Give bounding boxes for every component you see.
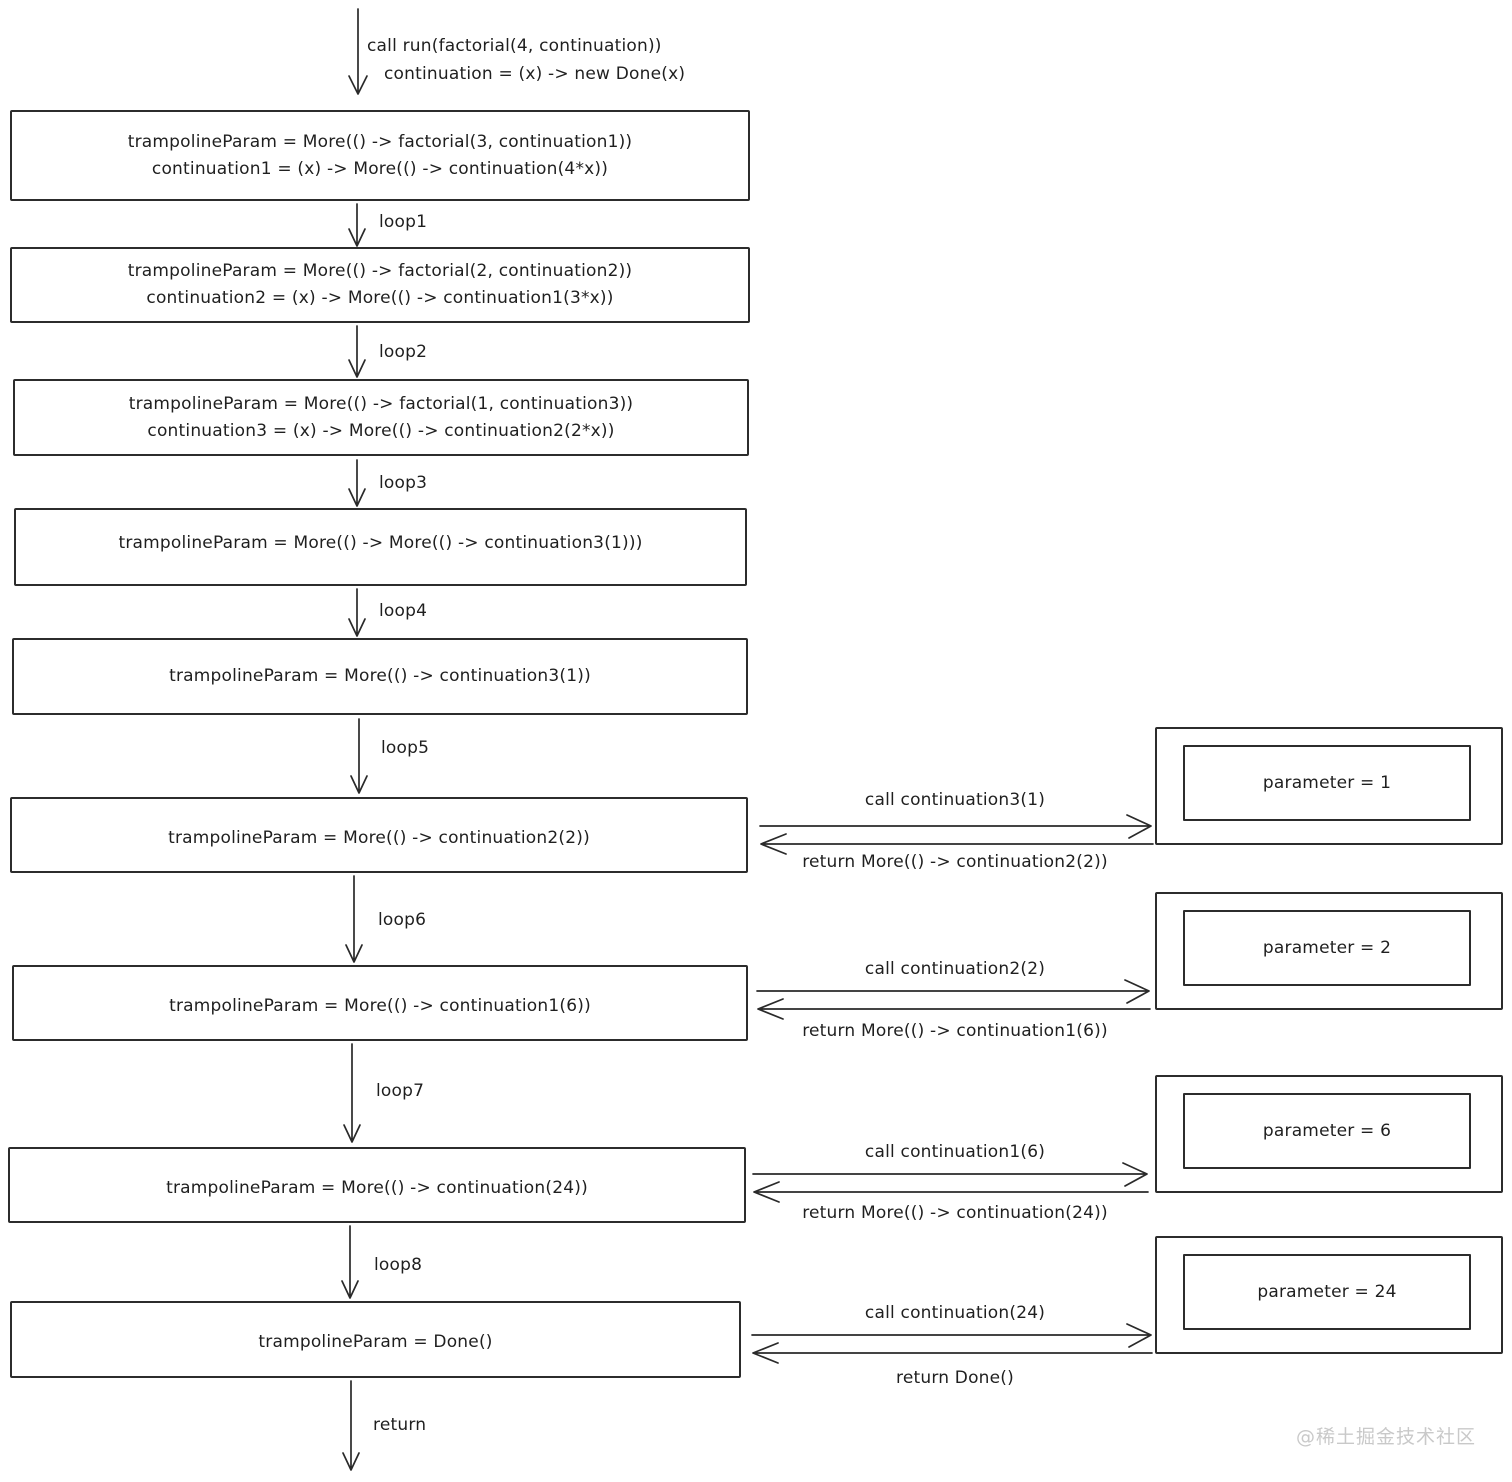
state-box-6: trampolineParam = More(() -> continuatio…	[10, 797, 748, 873]
parameter-box-4-inner: parameter = 24	[1183, 1254, 1471, 1330]
parameter-box-3: parameter = 6	[1155, 1075, 1503, 1193]
state-box-8: trampolineParam = More(() -> continuatio…	[8, 1147, 746, 1223]
loop7-label: loop7	[376, 1081, 425, 1101]
loop7-arrow	[343, 1043, 361, 1143]
loop3-label: loop3	[379, 473, 428, 493]
state-box-7: trampolineParam = More(() -> continuatio…	[12, 965, 748, 1041]
state-box-8-line-1: trampolineParam = More(() -> continuatio…	[166, 1178, 588, 1198]
state-box-4-line-1: trampolineParam = More(() -> More(() -> …	[118, 533, 643, 553]
state-box-6-line-1: trampolineParam = More(() -> continuatio…	[168, 828, 590, 848]
loop4-arrow	[348, 588, 366, 637]
call-arrow-2	[756, 979, 1150, 1004]
parameter-label-4: parameter = 24	[1257, 1282, 1397, 1302]
state-box-9: trampolineParam = Done()	[10, 1301, 741, 1378]
return-arrow-3	[753, 1181, 1149, 1203]
state-box-3-line-2: continuation3 = (x) -> More(() -> contin…	[147, 420, 615, 441]
loop1-label: loop1	[379, 212, 428, 232]
loop6-label: loop6	[378, 910, 427, 930]
return-label-3: return More(() -> continuation(24))	[802, 1203, 1108, 1223]
return-arrow-2	[757, 998, 1151, 1020]
parameter-label-3: parameter = 6	[1262, 1121, 1392, 1141]
return-label-4: return Done()	[896, 1368, 1014, 1388]
parameter-box-4: parameter = 24	[1155, 1236, 1503, 1354]
state-box-2: trampolineParam = More(() -> factorial(2…	[10, 247, 750, 323]
call-label-1: call continuation3(1)	[864, 790, 1046, 810]
parameter-box-2-inner: parameter = 2	[1183, 910, 1471, 986]
call-label-2: call continuation2(2)	[864, 959, 1046, 979]
return-arrow-1	[760, 833, 1154, 855]
call-label-4: call continuation(24)	[864, 1303, 1046, 1323]
loop3-arrow	[348, 459, 366, 507]
loop8-label: loop8	[374, 1255, 423, 1275]
loop2-label: loop2	[379, 342, 428, 362]
parameter-label-1: parameter = 1	[1262, 773, 1392, 793]
entry-continuation-label: continuation = (x) -> new Done(x)	[384, 64, 686, 84]
entry-arrow	[348, 8, 368, 95]
state-box-2-line-2: continuation2 = (x) -> More(() -> contin…	[146, 288, 614, 308]
watermark: @稀土掘金技术社区	[1295, 1426, 1476, 1448]
entry-call-label: call run(factorial(4, continuation))	[367, 36, 662, 56]
state-box-3-line-1: trampolineParam = More(() -> factorial(1…	[128, 393, 634, 414]
state-box-5-line-1: trampolineParam = More(() -> continuatio…	[169, 666, 591, 686]
state-box-7-line-1: trampolineParam = More(() -> continuatio…	[169, 996, 591, 1016]
call-arrow-1	[759, 814, 1152, 839]
call-label-3: call continuation1(6)	[864, 1142, 1046, 1162]
state-box-5: trampolineParam = More(() -> continuatio…	[12, 638, 748, 715]
state-box-4: trampolineParam = More(() -> More(() -> …	[14, 508, 747, 586]
return-label-1: return More(() -> continuation2(2))	[802, 852, 1108, 872]
loop8-arrow	[341, 1225, 359, 1299]
loop6-arrow	[345, 875, 363, 963]
parameter-label-2: parameter = 2	[1262, 938, 1392, 958]
state-box-1: trampolineParam = More(() -> factorial(3…	[10, 110, 750, 201]
state-box-2-line-1: trampolineParam = More(() -> factorial(2…	[127, 261, 633, 281]
loop1-arrow	[348, 203, 366, 247]
loop2-arrow	[348, 325, 366, 378]
return-arrow-4	[752, 1342, 1153, 1364]
state-box-9-line-1: trampolineParam = Done()	[258, 1332, 493, 1352]
call-arrow-4	[751, 1323, 1152, 1348]
parameter-box-2: parameter = 2	[1155, 892, 1503, 1010]
parameter-box-3-inner: parameter = 6	[1183, 1093, 1471, 1169]
state-box-3: trampolineParam = More(() -> factorial(1…	[13, 379, 749, 456]
exit-label: return	[373, 1415, 427, 1435]
parameter-box-1-inner: parameter = 1	[1183, 745, 1471, 821]
loop5-arrow	[350, 718, 368, 794]
return-label-2: return More(() -> continuation1(6))	[802, 1021, 1108, 1041]
call-arrow-3	[752, 1162, 1148, 1187]
state-box-1-line-2: continuation1 = (x) -> More(() -> contin…	[151, 158, 609, 179]
state-box-1-line-1: trampolineParam = More(() -> factorial(3…	[127, 131, 633, 152]
parameter-box-1: parameter = 1	[1155, 727, 1503, 845]
exit-arrow	[342, 1380, 360, 1471]
loop4-label: loop4	[379, 601, 428, 621]
loop5-label: loop5	[381, 738, 430, 758]
